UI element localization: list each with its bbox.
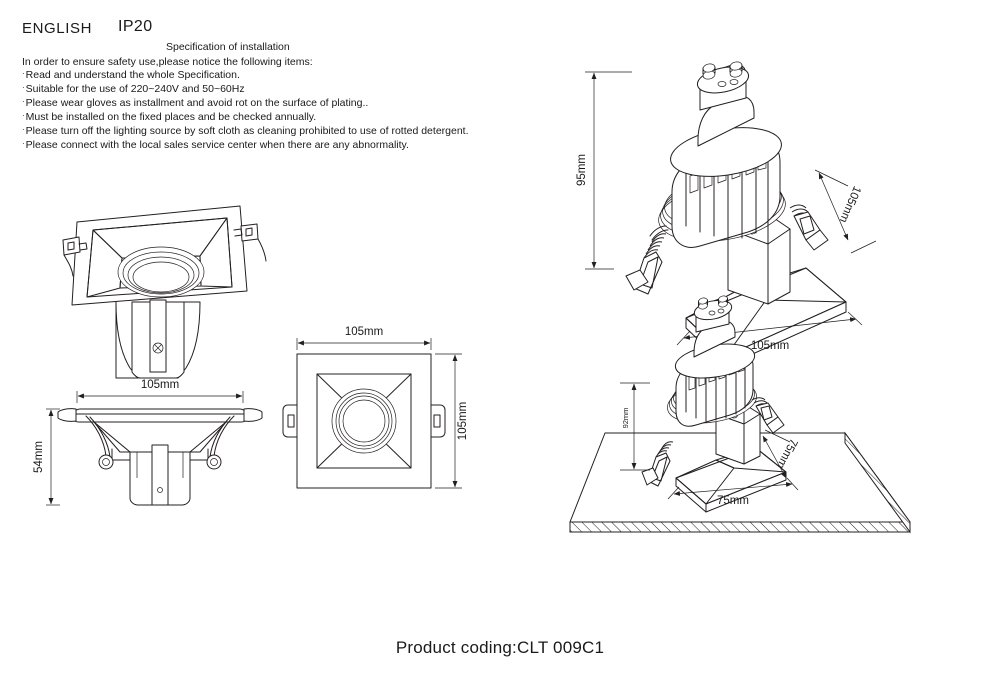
spec-list-item: ·Must be installed on the fixed places a… [22,111,316,123]
dim-plan-height: 105mm [457,402,469,440]
bullet-icon: · [22,125,25,134]
language-label: ENGLISH [22,20,93,37]
spec-item-text: Read and understand the whole Specificat… [25,69,240,81]
dim-installed-cutout: 75mm [717,495,749,507]
view-isometric-installed: 92mm 75mm 75mm [569,295,911,534]
view-front-plan: 105mm 105mm [282,326,469,489]
dim-side-width: 105mm [141,379,179,391]
dim-iso-height: 95mm [576,154,588,186]
bullet-icon: · [22,83,25,92]
dim-iso-depth: 105mm [837,184,863,224]
view-side-elevation: 105mm 54mm [33,379,263,506]
bullet-icon: · [22,139,25,148]
spec-intro: In order to ensure safety use,please not… [22,56,313,68]
spec-list-item: ·Please wear gloves as installment and a… [22,97,368,109]
spec-list-item: ·Please connect with the local sales ser… [22,139,409,151]
spec-item-text: Please connect with the local sales serv… [25,139,409,151]
dim-side-height: 54mm [33,441,45,473]
spec-item-text: Suitable for the use of 220~240V and 50~… [25,83,245,95]
view-isometric-exploded: 95mm 105mm 105mm [576,61,877,367]
view-perspective-top-left [62,205,267,379]
dim-installed-height: 92mm [621,408,630,429]
dim-iso-width: 105mm [751,340,789,352]
bullet-icon: · [22,97,25,106]
dim-plan-width: 105mm [345,326,383,338]
spec-item-text: Please turn off the lighting source by s… [25,125,469,137]
product-coding-label: Product coding:CLT 009C1 [395,638,605,657]
bullet-icon: · [22,111,25,120]
ip-rating-label: IP20 [118,18,153,35]
spec-list-item: ·Read and understand the whole Specifica… [22,69,240,81]
spec-list-item: ·Suitable for the use of 220~240V and 50… [22,83,245,95]
bullet-icon: · [22,69,25,78]
spec-list-item: ·Please turn off the lighting source by … [22,125,469,137]
spec-item-text: Please wear gloves as installment and av… [25,97,369,109]
spec-title: Specification of installation [166,41,290,53]
spec-item-text: Must be installed on the fixed places an… [25,111,317,123]
